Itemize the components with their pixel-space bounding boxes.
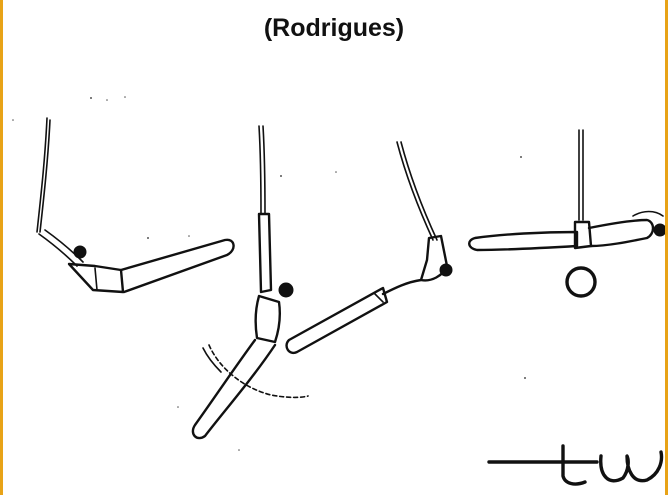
swing-sequence-figure [12, 96, 665, 486]
swing-phase-4 [468, 129, 665, 298]
artist-monogram-icon [487, 444, 664, 486]
swing-phase-3 [285, 141, 453, 355]
scan-specks [12, 96, 526, 451]
swing-phase-2 [191, 125, 309, 440]
figure-title: (Rodrigues) [263, 14, 405, 42]
swing-phase-1 [36, 117, 235, 294]
